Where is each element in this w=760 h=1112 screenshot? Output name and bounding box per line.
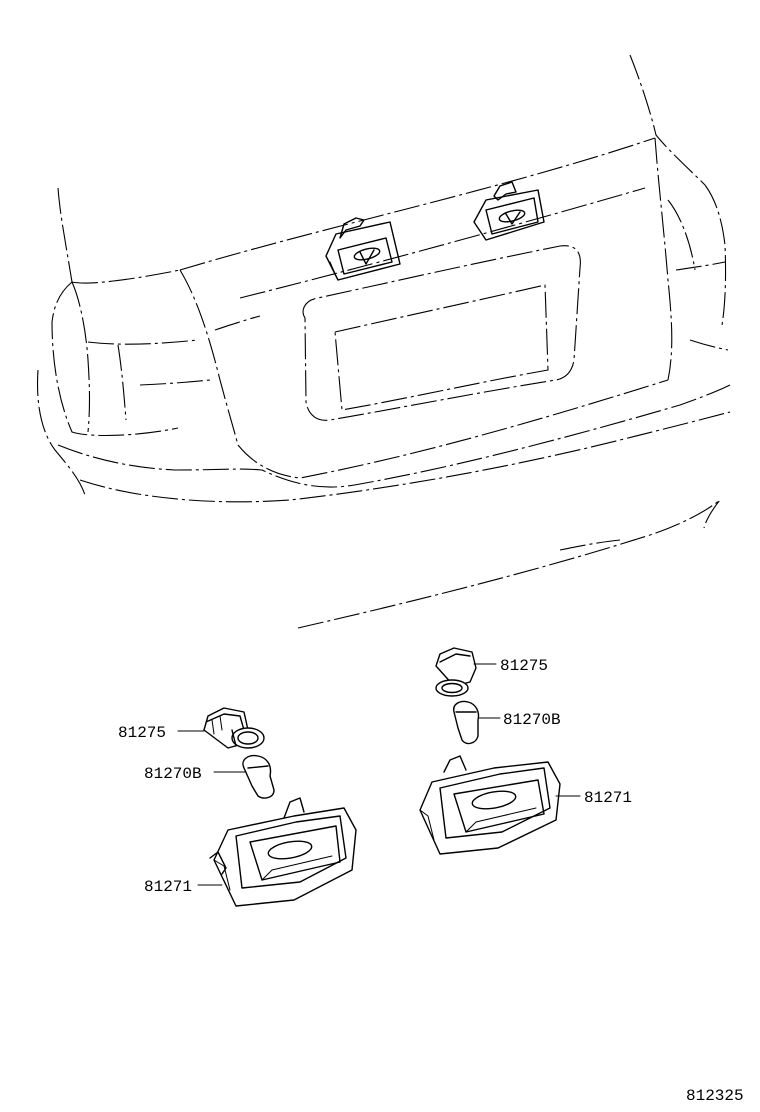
right-bulb-label: 81270B [503, 711, 561, 729]
installed-lamp-left [325, 217, 401, 281]
left-lamp-label: 81271 [144, 878, 192, 896]
diagram-id: 812325 [686, 1087, 744, 1105]
left-bulb [242, 754, 275, 799]
right-bulb [453, 700, 480, 745]
right-lamp-label: 81271 [584, 789, 632, 807]
leader-lines [177, 663, 581, 886]
left-bulb-label: 81270B [144, 765, 202, 783]
right-lamp-housing [419, 755, 561, 855]
left-socket [203, 707, 265, 749]
right-socket-label: 81275 [500, 657, 548, 675]
left-lamp-housing [209, 797, 357, 907]
installed-lamp-right [473, 181, 545, 241]
right-socket [435, 647, 477, 697]
left-socket-label: 81275 [118, 724, 166, 742]
vehicle-rear-body [37, 54, 731, 629]
